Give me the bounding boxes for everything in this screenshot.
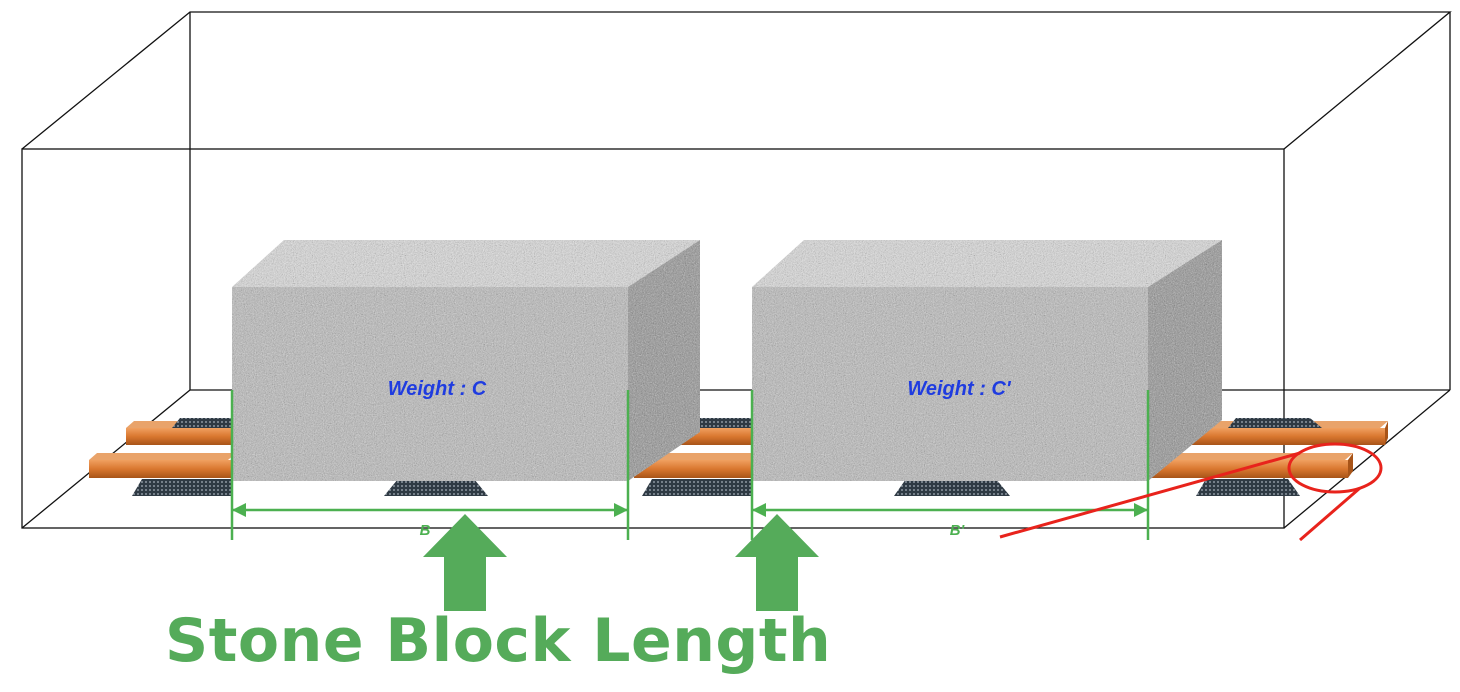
container-top-edges — [21, 11, 1452, 150]
rubber-pad — [172, 418, 232, 428]
rubber-pad — [894, 479, 1010, 496]
stone-block-length-caption: Stone Block Length — [165, 606, 832, 676]
dimension-arrowheads — [232, 503, 1148, 517]
front-pads — [132, 479, 1300, 496]
rubber-pad — [690, 418, 752, 428]
stone-block-1 — [232, 240, 700, 481]
back-pads — [172, 418, 1322, 428]
dimension-label-b-prime: B' — [950, 522, 965, 539]
wooden-beam — [1152, 460, 1348, 478]
dimension-lines — [230, 390, 1150, 540]
highlight-pointer-line — [1299, 486, 1361, 542]
wooden-beam — [126, 428, 232, 445]
red-highlight — [999, 442, 1383, 542]
granite-texture — [232, 240, 700, 481]
container-floor-right-edge — [1283, 389, 1451, 529]
rubber-pad — [642, 479, 752, 496]
rubber-pad — [384, 479, 488, 496]
wooden-beam — [634, 460, 756, 478]
up-arrows — [423, 514, 819, 611]
up-arrow-icon — [423, 514, 507, 611]
block-2-weight-label: Weight : C' — [907, 378, 1012, 400]
wooden-beam — [1180, 428, 1385, 445]
highlight-circle — [1287, 442, 1383, 494]
wooden-beam — [89, 460, 232, 478]
granite-texture — [752, 240, 1222, 481]
highlight-pointer-line — [999, 451, 1301, 539]
stone-block-2 — [752, 240, 1222, 481]
container-front-face — [21, 148, 1285, 529]
rubber-pad — [1196, 479, 1300, 496]
dimension-label-b: B — [420, 522, 431, 539]
block-1-weight-label: Weight : C — [388, 378, 487, 400]
front-beams — [89, 453, 1353, 478]
rubber-pad — [1228, 418, 1322, 428]
rubber-pad — [132, 479, 232, 496]
up-arrow-icon — [735, 514, 819, 611]
